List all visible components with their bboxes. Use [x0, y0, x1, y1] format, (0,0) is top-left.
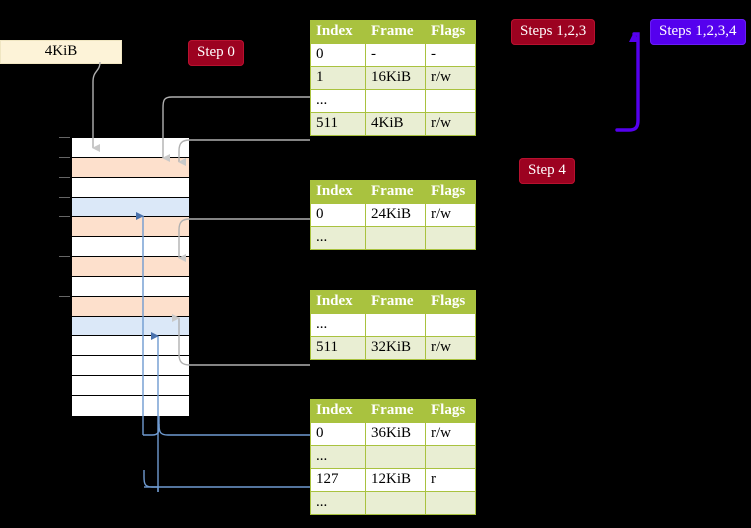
memory-region-label-text: 4KiB: [44, 43, 78, 59]
cell-frame: [365, 89, 426, 113]
cell-index: ...: [310, 313, 366, 337]
cell-flags: r: [425, 468, 476, 492]
memory-frame-row: [72, 296, 189, 317]
cell-flags: r/w: [425, 422, 476, 446]
cell-flags: r/w: [425, 336, 476, 360]
cell-flags: r/w: [425, 203, 476, 227]
badge-steps-1-2-3-4: Steps 1,2,3,4: [650, 19, 746, 45]
cell-flags: [425, 313, 476, 337]
memory-region-label-4kib: 4KiB: [0, 40, 122, 64]
cell-frame: 32KiB: [365, 336, 426, 360]
cell-index: 511: [310, 336, 366, 360]
column-header-index: Index: [310, 20, 366, 44]
column-header-index: Index: [310, 399, 366, 423]
memory-frame-row: [72, 157, 189, 178]
table-row[interactable]: ...: [310, 445, 476, 469]
cell-index: ...: [310, 226, 366, 250]
column-header-flags: Flags: [425, 20, 476, 44]
memory-frame-row: [72, 336, 189, 357]
memory-grid-tick: [59, 196, 70, 198]
memory-grid-tick: [59, 256, 70, 258]
cell-frame: [365, 445, 426, 469]
cell-flags: r/w: [425, 66, 476, 90]
memory-frame-row: [72, 376, 189, 396]
cell-flags: [425, 226, 476, 250]
cell-flags: [425, 89, 476, 113]
memory-frame-row: [72, 395, 189, 416]
cell-index: 0: [310, 43, 366, 67]
cell-frame: 4KiB: [365, 112, 426, 136]
memory-frame-row: [72, 217, 189, 238]
cell-frame: 36KiB: [365, 422, 426, 446]
cell-index: 127: [310, 468, 366, 492]
memory-frame-row: [72, 138, 189, 158]
memory-grid-tick: [59, 295, 70, 297]
cell-frame: 16KiB: [365, 66, 426, 90]
physical-memory-grid: [71, 137, 190, 416]
table-row[interactable]: ...: [310, 313, 476, 337]
memory-grid-tick: [59, 156, 70, 158]
memory-grid-tick: [59, 176, 70, 178]
table-row[interactable]: ...: [310, 89, 476, 113]
cell-index: ...: [310, 89, 366, 113]
column-header-flags: Flags: [425, 399, 476, 423]
cell-index: 0: [310, 203, 366, 227]
memory-frame-row: [72, 257, 189, 277]
cell-flags: [425, 491, 476, 515]
column-header-flags: Flags: [425, 290, 476, 314]
column-header-index: Index: [310, 180, 366, 204]
cell-index: ...: [310, 491, 366, 515]
memory-grid-tick: [59, 137, 70, 138]
memory-frame-row: [72, 197, 189, 218]
badge-steps-1-2-3: Steps 1,2,3: [511, 19, 596, 45]
memory-grid-tick: [59, 216, 70, 218]
memory-frame-row: [72, 316, 189, 337]
memory-frame-row: [72, 276, 189, 297]
table-row[interactable]: 0--: [310, 43, 476, 67]
cell-flags: [425, 445, 476, 469]
cell-frame: -: [365, 43, 426, 67]
memory-frame-row: [72, 237, 189, 258]
memory-frame-row: [72, 177, 189, 198]
cell-flags: -: [425, 43, 476, 67]
badge-step-0: Step 0: [188, 40, 244, 66]
column-header-frame: Frame: [365, 290, 426, 314]
column-header-frame: Frame: [365, 20, 426, 44]
column-header-index: Index: [310, 290, 366, 314]
column-header-frame: Frame: [365, 399, 426, 423]
column-header-frame: Frame: [365, 180, 426, 204]
cell-frame: [365, 491, 426, 515]
badge-step-4: Step 4: [519, 158, 575, 184]
column-header-flags: Flags: [425, 180, 476, 204]
cell-frame: 24KiB: [365, 203, 426, 227]
cell-flags: r/w: [425, 112, 476, 136]
table-row[interactable]: ...: [310, 491, 476, 515]
cell-index: 1: [310, 66, 366, 90]
cell-frame: [365, 226, 426, 250]
cell-index: ...: [310, 445, 366, 469]
cell-index: 511: [310, 112, 366, 136]
memory-frame-row: [72, 356, 189, 377]
table-row[interactable]: ...: [310, 226, 476, 250]
cell-frame: 12KiB: [365, 468, 426, 492]
cell-index: 0: [310, 422, 366, 446]
cell-frame: [365, 313, 426, 337]
